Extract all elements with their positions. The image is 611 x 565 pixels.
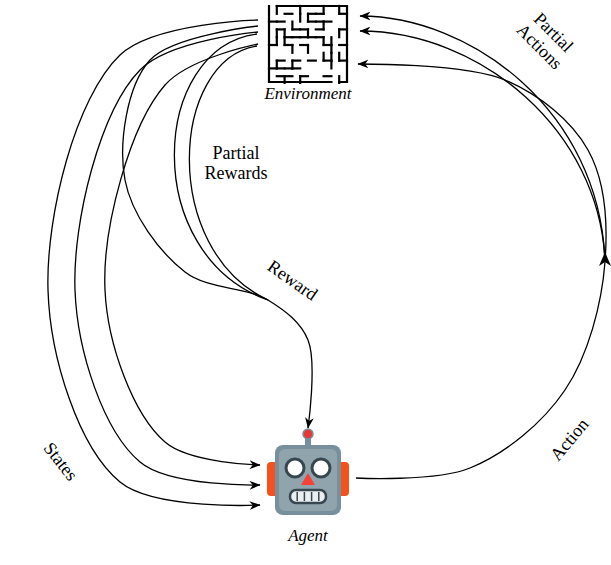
maze-wall bbox=[324, 59, 332, 61]
maze-wall bbox=[339, 28, 347, 30]
maze-wall bbox=[316, 21, 324, 23]
maze-wall bbox=[284, 37, 286, 45]
maze-wall bbox=[285, 36, 293, 38]
partial-action-arc bbox=[360, 31, 605, 262]
antenna-ball bbox=[303, 429, 313, 439]
maze-wall bbox=[300, 28, 308, 30]
maze-wall bbox=[276, 37, 278, 45]
maze-wall bbox=[330, 45, 332, 53]
maze-wall bbox=[277, 67, 285, 69]
robot-tooth bbox=[318, 492, 320, 501]
robot-mouth bbox=[290, 490, 326, 503]
maze-wall bbox=[330, 37, 332, 45]
environment-node: Environment bbox=[258, 4, 358, 104]
maze-wall bbox=[292, 36, 300, 38]
maze-wall bbox=[285, 44, 293, 46]
maze-wall bbox=[338, 53, 340, 61]
maze-wall bbox=[339, 13, 347, 15]
maze-wall bbox=[339, 59, 347, 61]
maze-wall bbox=[292, 28, 300, 30]
maze-wall bbox=[307, 29, 309, 37]
maze-wall bbox=[299, 76, 301, 84]
robot-tooth bbox=[296, 492, 298, 501]
robot-icon bbox=[266, 428, 350, 526]
maze-wall bbox=[308, 36, 316, 38]
connector-arrow bbox=[356, 64, 606, 479]
maze-icon bbox=[267, 4, 349, 84]
robot-face bbox=[279, 449, 337, 511]
robot-eye bbox=[312, 459, 330, 477]
maze-wall bbox=[292, 67, 300, 69]
maze-wall bbox=[300, 44, 308, 46]
maze-wall bbox=[323, 53, 325, 61]
robot-tooth bbox=[311, 492, 313, 501]
maze-wall bbox=[276, 61, 278, 69]
maze-wall bbox=[277, 59, 285, 61]
maze-wall bbox=[277, 75, 285, 77]
maze-wall bbox=[330, 53, 332, 61]
maze-wall bbox=[285, 13, 293, 15]
maze-wall bbox=[338, 76, 340, 84]
maze-wall bbox=[300, 36, 308, 38]
edge-label: States bbox=[39, 439, 81, 485]
agent-node: Agent bbox=[260, 428, 356, 546]
robot-head bbox=[275, 445, 341, 515]
maze-wall bbox=[269, 44, 277, 46]
maze-wall bbox=[277, 21, 285, 23]
maze-wall bbox=[291, 61, 293, 69]
maze-border bbox=[269, 6, 347, 82]
maze-wall bbox=[324, 75, 332, 77]
maze-wall bbox=[316, 36, 324, 38]
maze-wall bbox=[323, 37, 325, 45]
maze-wall bbox=[299, 14, 301, 22]
annotation-label: Partial Rewards bbox=[200, 144, 272, 184]
maze-wall bbox=[330, 61, 332, 69]
connector-arrow bbox=[48, 20, 260, 505]
robot-eye bbox=[286, 459, 304, 477]
maze-wall bbox=[284, 29, 286, 37]
maze-wall bbox=[269, 21, 277, 23]
robot-tooth bbox=[304, 492, 306, 501]
maze-wall bbox=[276, 6, 278, 14]
robot-nose bbox=[301, 473, 315, 485]
maze-wall bbox=[285, 67, 293, 69]
maze-wall bbox=[324, 21, 332, 23]
annotation-label: Partial Actions bbox=[504, 0, 589, 82]
maze-wall bbox=[277, 28, 285, 30]
maze-wall bbox=[324, 44, 332, 46]
maze-wall bbox=[307, 14, 309, 22]
maze-wall bbox=[338, 29, 340, 37]
maze-wall bbox=[308, 13, 316, 15]
connector-arrow bbox=[75, 32, 260, 485]
maze-wall bbox=[307, 45, 309, 53]
maze-wall bbox=[284, 76, 286, 84]
node-label: Agent bbox=[260, 526, 356, 546]
maze-wall bbox=[323, 6, 325, 14]
maze-wall bbox=[269, 67, 277, 69]
maze-wall bbox=[323, 22, 325, 30]
edge-label: Action bbox=[547, 415, 594, 465]
maze-wall bbox=[285, 75, 293, 77]
maze-wall bbox=[292, 59, 300, 61]
maze-wall bbox=[291, 45, 293, 53]
maze-wall bbox=[339, 44, 347, 46]
maze-wall bbox=[338, 6, 340, 14]
maze-wall bbox=[276, 29, 278, 37]
maze-wall bbox=[308, 21, 316, 23]
maze-wall bbox=[291, 22, 293, 30]
maze-wall bbox=[300, 75, 308, 77]
edge-label: Reward bbox=[263, 257, 320, 305]
node-label: Environment bbox=[258, 84, 358, 104]
maze-wall bbox=[316, 28, 324, 30]
maze-wall bbox=[316, 13, 324, 15]
maze-wall bbox=[308, 59, 316, 61]
maze-wall bbox=[299, 6, 301, 14]
